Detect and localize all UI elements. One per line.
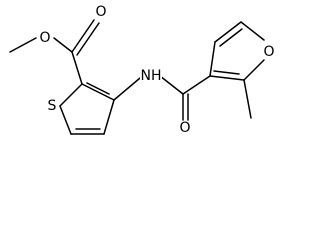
bond-thiophene-c3-c2 bbox=[81, 83, 115, 101]
bond-n-amide-c bbox=[159, 75, 184, 95]
bond-furan-c3-c4 bbox=[209, 41, 216, 77]
molecule-structure: O O S NH O O bbox=[9, 4, 276, 136]
bond-ester-o-carbonyl-c bbox=[53, 37, 73, 53]
bond-ester-c-thiophene-c2 bbox=[71, 51, 83, 85]
bond-furan-c4-c5-inner bbox=[219, 28, 243, 47]
bond-ester-c-o-double-b bbox=[76, 22, 100, 56]
bond-amide-c-furan-c3 bbox=[182, 75, 211, 95]
thiophene-sulfur-label: S bbox=[48, 98, 57, 114]
bond-thiophene-c4-c3 bbox=[103, 99, 115, 135]
bond-furan-c2-c3 bbox=[209, 75, 245, 81]
amide-nitrogen-label: NH bbox=[141, 68, 162, 84]
bond-thiophene-s-c5 bbox=[59, 105, 72, 135]
atom-labels: O O S NH O O bbox=[38, 4, 276, 136]
ester-carbonyl-oxygen-label: O bbox=[95, 4, 106, 20]
bond-furan-c4-c5 bbox=[214, 21, 242, 43]
bond-thiophene-c3-n bbox=[113, 77, 141, 101]
bonds bbox=[9, 19, 265, 135]
bond-methyl-ester-o bbox=[9, 37, 37, 53]
bond-ester-c-o-double-a bbox=[71, 19, 95, 53]
bond-furan-o-c2 bbox=[243, 59, 265, 81]
bond-furan-c2-methyl bbox=[243, 79, 252, 119]
bond-thiophene-c2-s bbox=[59, 83, 83, 107]
furan-oxygen-label: O bbox=[263, 44, 274, 60]
bond-furan-c5-o bbox=[240, 21, 265, 41]
ester-single-oxygen-label: O bbox=[39, 30, 50, 46]
bond-thiophene-c3-c2-inner bbox=[86, 82, 110, 95]
amide-carbonyl-oxygen-label: O bbox=[179, 120, 190, 136]
bond-furan-c2-c3-inner bbox=[213, 70, 240, 75]
